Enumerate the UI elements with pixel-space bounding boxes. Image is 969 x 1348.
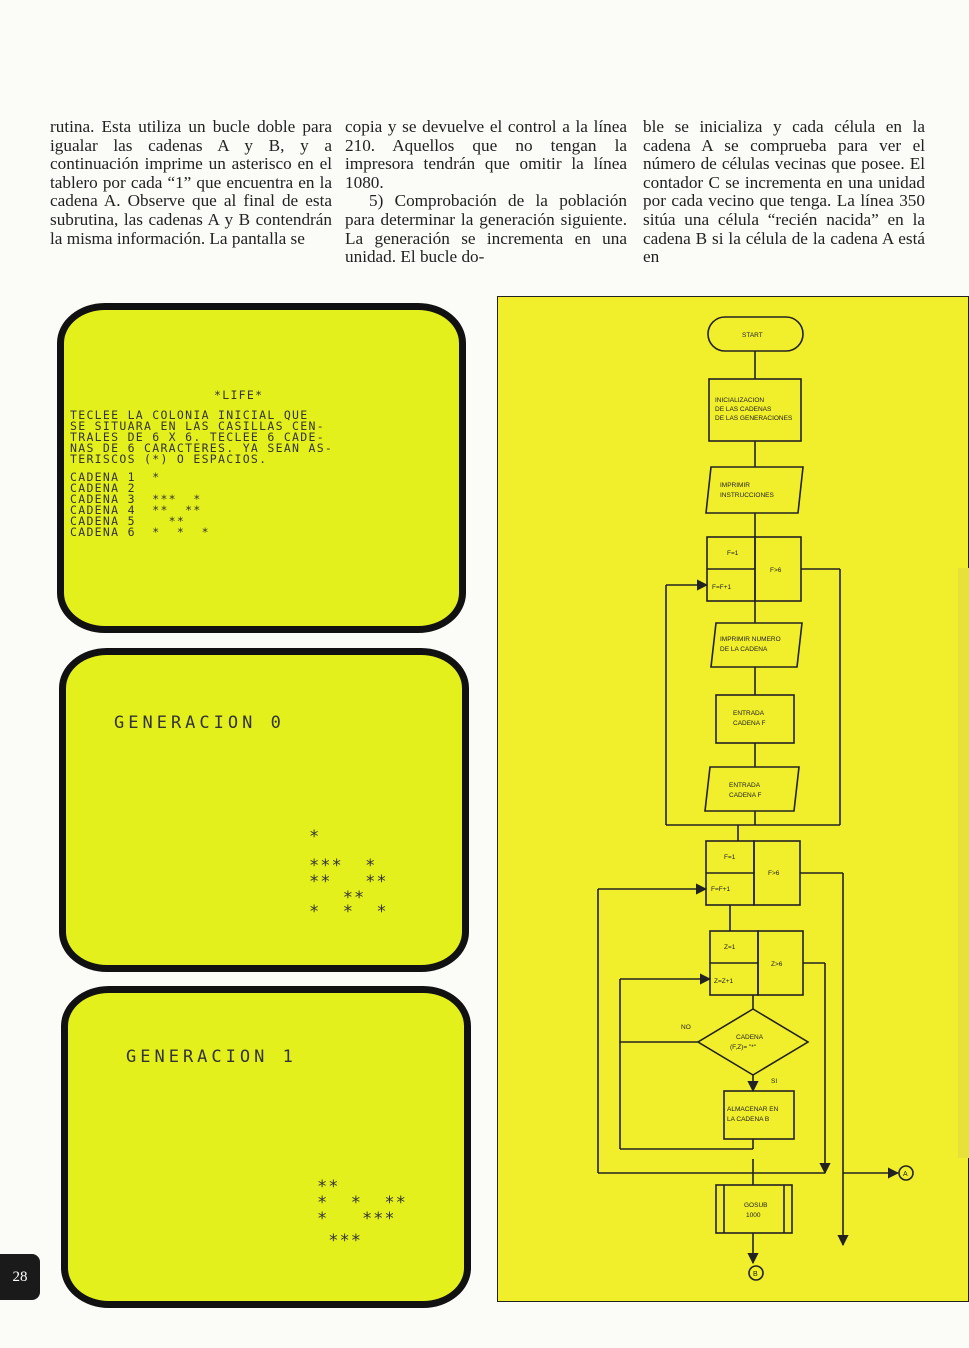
print-instructions-label: INSTRUCCIONES	[720, 492, 774, 499]
pattern-row: **	[317, 1177, 340, 1197]
flowchart: START INICIALIZACION DE LAS CADENAS DE L…	[597, 316, 914, 1281]
generation-title: GENERACION 0	[114, 713, 285, 733]
decision-label: CADENA	[736, 1034, 764, 1041]
decision-label: (F,Z)= "*"	[730, 1044, 757, 1051]
entrada-box-1	[715, 694, 795, 744]
instruction-line: SE SITUARA EN LAS CASILLAS CEN-	[70, 419, 325, 433]
screen-generation-1: GENERACION 1 ** * * ** * *** ***	[61, 986, 471, 1308]
loop3-incr: Z=Z+1	[714, 978, 734, 985]
store-label: ALMACENAR EN	[727, 1106, 779, 1113]
flowchart-panel: START INICIALIZACION DE LAS CADENAS DE L…	[497, 296, 969, 1302]
page-edge-strip	[958, 568, 969, 1158]
loop3-init: Z=1	[724, 944, 736, 951]
pattern-row: *** *	[309, 856, 377, 876]
pattern-row: **	[309, 888, 366, 908]
paragraph: rutina. Esta utiliza un bucle doble para…	[50, 117, 332, 248]
print-instructions-label: IMPRIMIR	[720, 482, 750, 489]
paragraph: copia y se devuelve el control a la líne…	[345, 117, 627, 192]
print-number-label: IMPRIMIR NUMERO	[720, 636, 781, 643]
loop2-cond: F>6	[768, 870, 780, 877]
pattern-row: * * *	[309, 902, 388, 922]
instruction-line: TRALES DE 6 X 6. TECLEE 6 CADE-	[70, 430, 325, 444]
pattern-row: * * **	[317, 1193, 407, 1213]
print-number-label: DE LA CADENA	[720, 646, 768, 653]
init-label: INICIALIZACION	[715, 397, 764, 404]
text-column-1: rutina. Esta utiliza un bucle doble para…	[50, 117, 332, 248]
entrada1-label: CADENA F	[733, 720, 766, 727]
text-column-3: ble se inicializa y cada célula en la ca…	[643, 117, 925, 267]
entrada-box-2	[704, 766, 800, 812]
gosub-label: 1000	[746, 1212, 761, 1219]
entrada2-label: ENTRADA	[729, 782, 761, 789]
cadena-line: CADENA 2	[70, 481, 136, 495]
cadena-line: CADENA 6 * * *	[70, 525, 210, 539]
cadena-line: CADENA 5 **	[70, 514, 186, 528]
page-number: 28	[0, 1254, 40, 1300]
loop1-cond: F>6	[770, 567, 782, 574]
pattern-row: *	[309, 827, 321, 847]
loop2-init: F=1	[724, 854, 736, 861]
pattern-row: * ***	[317, 1209, 396, 1229]
instruction-line: TECLEE LA COLONIA INICIAL QUE	[70, 408, 309, 422]
si-label: SI	[771, 1078, 777, 1085]
generation-title: GENERACION 1	[126, 1047, 297, 1067]
connector-b	[748, 1265, 764, 1281]
paragraph: ble se inicializa y cada célula en la ca…	[643, 117, 925, 267]
screen-life-instructions: *LIFE* TECLEE LA COLONIA INICIAL QUE SE …	[57, 303, 466, 633]
instruction-line: TERISCOS (*) O ESPACIOS.	[70, 452, 268, 466]
connector-a	[898, 1165, 914, 1181]
text-column-2: copia y se devuelve el control a la líne…	[345, 117, 627, 267]
print-instructions-box	[705, 466, 804, 514]
instruction-line: NAS DE 6 CARACTERES. YA SEAN AS-	[70, 441, 334, 455]
decision-diamond	[696, 1008, 810, 1076]
screen-generation-0: GENERACION 0 * *** * ** ** ** * * *	[59, 648, 469, 972]
store-label: LA CADENA B	[727, 1116, 769, 1123]
store-box	[723, 1090, 795, 1140]
init-label: DE LAS CADENAS	[715, 406, 772, 413]
start-label: START	[742, 332, 763, 339]
cadena-line: CADENA 1 *	[70, 470, 161, 484]
gosub-box	[715, 1184, 793, 1234]
entrada2-label: CADENA F	[729, 792, 762, 799]
init-label: DE LAS GENERACIONES	[715, 415, 793, 422]
screen-title: *LIFE*	[214, 388, 264, 402]
loop1-incr: F=F+1	[712, 584, 732, 591]
cadena-line: CADENA 4 ** **	[70, 503, 202, 517]
paragraph: 5) Comprobación de la población para det…	[345, 191, 627, 267]
no-label: NO	[681, 1024, 691, 1031]
entrada1-label: ENTRADA	[733, 710, 765, 717]
connector-a-label: A	[903, 1171, 908, 1178]
loop2-incr: F=F+1	[711, 886, 731, 893]
cadena-line: CADENA 3 *** *	[70, 492, 202, 506]
gosub-label: GOSUB	[744, 1202, 767, 1209]
pattern-row: ** **	[309, 872, 388, 892]
loop3-cond: Z>6	[771, 961, 783, 968]
connector-b-label: B	[753, 1271, 758, 1278]
loop1-init: F=1	[727, 550, 739, 557]
pattern-row: ***	[317, 1231, 362, 1251]
print-number-box	[710, 622, 803, 668]
